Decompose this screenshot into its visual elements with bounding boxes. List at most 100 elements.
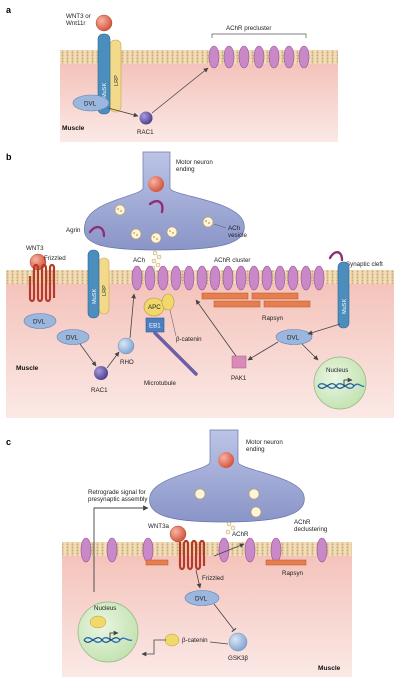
- panel-c-achr-label: AChR: [232, 531, 249, 538]
- panel-c-retro-line2: presynaptic assembly: [88, 496, 148, 503]
- panel-a-wnt-line2: Wnt11r: [66, 20, 85, 27]
- panel-b-rac1-label: RAC1: [91, 387, 108, 394]
- panel-c-beta-catenin: [164, 633, 180, 647]
- panel-c-decl-line1: AChR: [294, 519, 311, 526]
- panel-b-musk-right: [337, 261, 350, 329]
- panel-b-ach-label: ACh: [133, 257, 146, 264]
- panel-c-achr: [80, 537, 328, 563]
- panel-b-arrow-rac1-rho: [106, 351, 120, 369]
- panel-b-musk-left-label: MuSK: [92, 288, 98, 304]
- panel-c-arrow-betacat-nucleus: [141, 639, 166, 657]
- panel-b-arrow-dvl2-rac1: [79, 343, 97, 367]
- panel-b-achr-cluster: [131, 265, 325, 291]
- panel-c-retrograde-arrow: [93, 505, 149, 592]
- panel-b-dna-2: [317, 383, 355, 389]
- panel-b-apc-label: APC: [148, 304, 161, 311]
- panel-c-achr-declustering-label: AChR declustering: [294, 519, 328, 533]
- panel-a-musk-label: MuSK: [102, 82, 108, 98]
- panel-c-rapsyn-bars: [145, 559, 307, 566]
- panel-b-agrin-label: Agrin: [66, 227, 81, 234]
- panel-a: a AChR precluster MuSK LRP WNT3 or Wnt11…: [4, 2, 396, 142]
- panel-b-wnt3-label: WNT3: [26, 245, 44, 252]
- panel-b-arrow-musk-dvl3: [307, 323, 341, 336]
- panel-b-motor-neuron: [83, 151, 245, 251]
- panel-b-microtubule-label: Microtubule: [144, 380, 177, 387]
- panel-b-dvl-2-label: DVL: [66, 335, 79, 342]
- panel-b-letter: b: [6, 152, 12, 162]
- panel-b-arrow-dvl3-pak1: [247, 341, 279, 361]
- panel-b-vesicles: [114, 204, 214, 244]
- panel-a-musk: [97, 33, 111, 115]
- panel-a-wnt-ligand: [95, 14, 113, 32]
- panel-b-dvl-1-label: DVL: [33, 319, 46, 326]
- panel-b-motor-neuron-label: Motor neuron ending: [176, 159, 215, 173]
- panel-c: c Motor neuron ending Retrograde signal …: [6, 429, 352, 677]
- panel-c-gsk3b: [228, 632, 248, 652]
- panel-b-beta-cat-leader: [169, 309, 177, 337]
- panel-c-ach-molecules: [225, 521, 236, 535]
- panel-b-arrow-rho-achr: [129, 293, 136, 339]
- panel-b-nucleus-label: Nucleus: [326, 367, 348, 374]
- panel-b-rapsyn-bars: [201, 292, 311, 308]
- panel-c-dna-2: [83, 637, 121, 643]
- panel-c-neuron-nucleus: [218, 452, 234, 468]
- panel-b-agrin: [88, 225, 106, 238]
- panel-b-dvl-3: [275, 329, 313, 345]
- panel-c-beta-cat-nuc: [89, 615, 107, 629]
- panel-a-wnt-label: WNT3 or Wnt11r: [66, 13, 92, 27]
- panel-c-retro-line1: Retrograde signal for: [88, 489, 146, 496]
- panel-b-achr-cluster-label: AChR cluster: [214, 257, 250, 264]
- panel-a-arrow-rac1-achr: [151, 67, 209, 114]
- panel-b-vesicle-leader: [213, 223, 227, 229]
- panel-b-rapsyn-label: Rapsyn: [262, 315, 284, 322]
- panel-b-ach-vesicle-label: ACh vesicle: [228, 225, 247, 239]
- panel-a-membrane: [60, 50, 338, 64]
- panel-c-rapsyn-label: Rapsyn: [282, 570, 304, 577]
- panel-c-frizzled-label: Frizzled: [202, 575, 224, 582]
- panel-c-wnt3a-label: WNT3a: [148, 523, 170, 530]
- panel-b-dvl-2: [56, 329, 90, 345]
- panel-a-muscle-label: Muscle: [62, 125, 85, 132]
- panel-b-frizzled-label: Frizzled: [44, 255, 66, 262]
- panel-b-dvl-1: [23, 313, 57, 329]
- panel-c-mn-line1: Motor neuron: [246, 439, 283, 446]
- panel-c-beta-catenin-label: β-catenin: [182, 637, 208, 644]
- panel-b: b Motor neuron ending ACh vesicle: [6, 151, 394, 418]
- panel-c-arrow-frizzled-achr: [213, 543, 245, 557]
- panel-c-gsk3b-label: GSK3β: [228, 655, 249, 662]
- panel-c-muscle-label: Muscle: [318, 665, 341, 672]
- panel-c-nucleus: [77, 601, 139, 663]
- panel-c-arrow-frizzled-dvl: [195, 569, 202, 589]
- panel-b-synaptic-cleft-label: Synaptic cleft: [346, 261, 383, 268]
- panel-b-rac1: [94, 366, 108, 380]
- panel-c-wnt3a-ligand: [169, 525, 187, 543]
- panel-b-dvl-3-label: DVL: [287, 335, 300, 342]
- panel-a-wnt-line1: WNT3 or: [66, 13, 91, 20]
- panel-b-pak1-label: PAK1: [231, 375, 247, 382]
- panel-a-dvl-label: DVL: [84, 101, 97, 108]
- panel-b-lrp-label: LRP: [102, 285, 108, 296]
- panel-a-achr-precluster-label: AChR precluster: [226, 25, 271, 32]
- panel-b-vesicle-dots: [117, 208, 210, 240]
- panel-b-musk-left: [87, 249, 100, 319]
- panel-a-rac1-label: RAC1: [137, 129, 154, 136]
- panel-b-rho-label: RHO: [120, 359, 134, 366]
- panel-b-achv-line2: vesicle: [228, 232, 247, 239]
- panel-b-achv-line1: ACh: [228, 225, 241, 232]
- panel-a-lrp-label: LRP: [114, 75, 120, 86]
- panel-a-letter: a: [6, 5, 12, 15]
- panel-c-transcription-arrow: [109, 630, 119, 640]
- panel-b-musk-right-label: MuSK: [342, 298, 348, 314]
- panel-c-decl-line2: declustering: [294, 526, 328, 533]
- panel-b-agrin-2: [148, 200, 164, 214]
- panel-b-frizzled: [28, 263, 56, 303]
- panel-c-dvl: [184, 590, 220, 606]
- panel-c-nucleus-label: Nucleus: [94, 605, 116, 612]
- panel-b-arrow-pak1-achr: [195, 299, 237, 357]
- panel-b-rho: [117, 337, 135, 355]
- panel-b-mn-line2: ending: [176, 166, 195, 173]
- panel-b-microtubule: [153, 331, 198, 376]
- panel-a-dvl: [72, 94, 110, 112]
- panel-c-mn-line2: ending: [246, 446, 265, 453]
